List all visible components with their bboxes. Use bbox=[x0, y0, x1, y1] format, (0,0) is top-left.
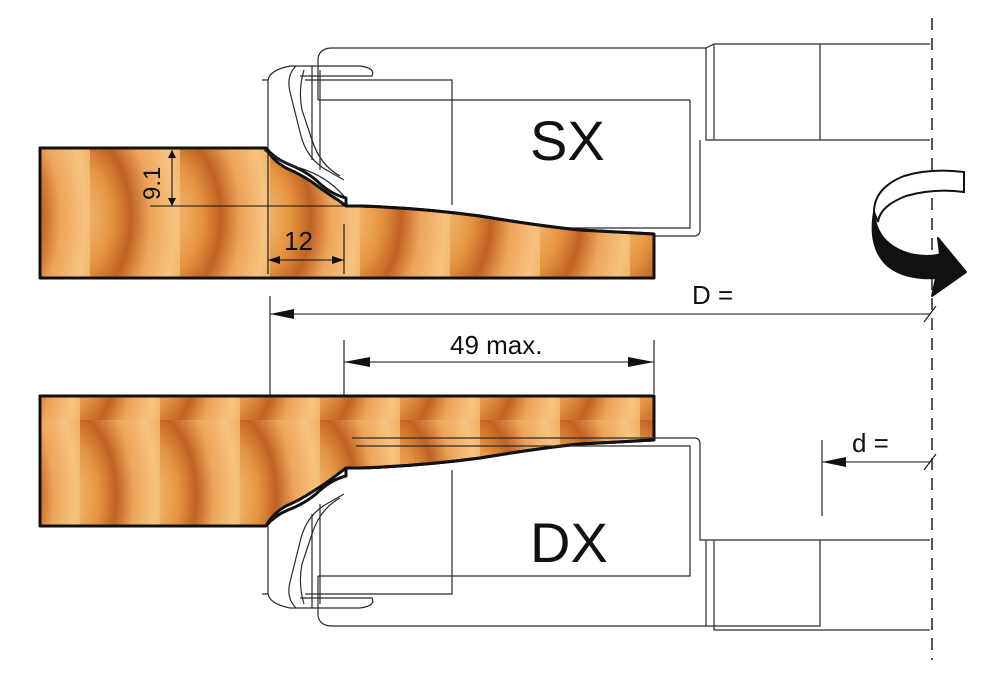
cutting-diameter-dimension: D = bbox=[269, 280, 937, 498]
dx-label: DX bbox=[530, 511, 608, 574]
bore-diameter-dimension: d = bbox=[821, 428, 937, 516]
max-height-dimension: 49 max. bbox=[343, 330, 655, 462]
dx-cutter-body bbox=[262, 437, 930, 631]
cutting-diameter-label: D = bbox=[692, 280, 733, 310]
bore-diameter-label: d = bbox=[852, 428, 889, 458]
dx-workpiece bbox=[38, 394, 656, 528]
max-height-label: 49 max. bbox=[450, 330, 543, 360]
sx-cutter-body bbox=[262, 43, 930, 237]
dx-cutting-edge bbox=[264, 438, 655, 527]
sx-cutting-edge bbox=[264, 147, 348, 206]
profile-width-label: 12 bbox=[284, 226, 313, 256]
profile-depth-dimension: 9.1 bbox=[139, 150, 346, 207]
rotation-direction-arrow-icon bbox=[871, 169, 967, 297]
profile-width-dimension: 12 bbox=[267, 148, 345, 274]
sx-label: SX bbox=[530, 109, 605, 172]
sx-cutting-edge-lower bbox=[346, 204, 655, 236]
profile-depth-label: 9.1 bbox=[139, 167, 166, 200]
